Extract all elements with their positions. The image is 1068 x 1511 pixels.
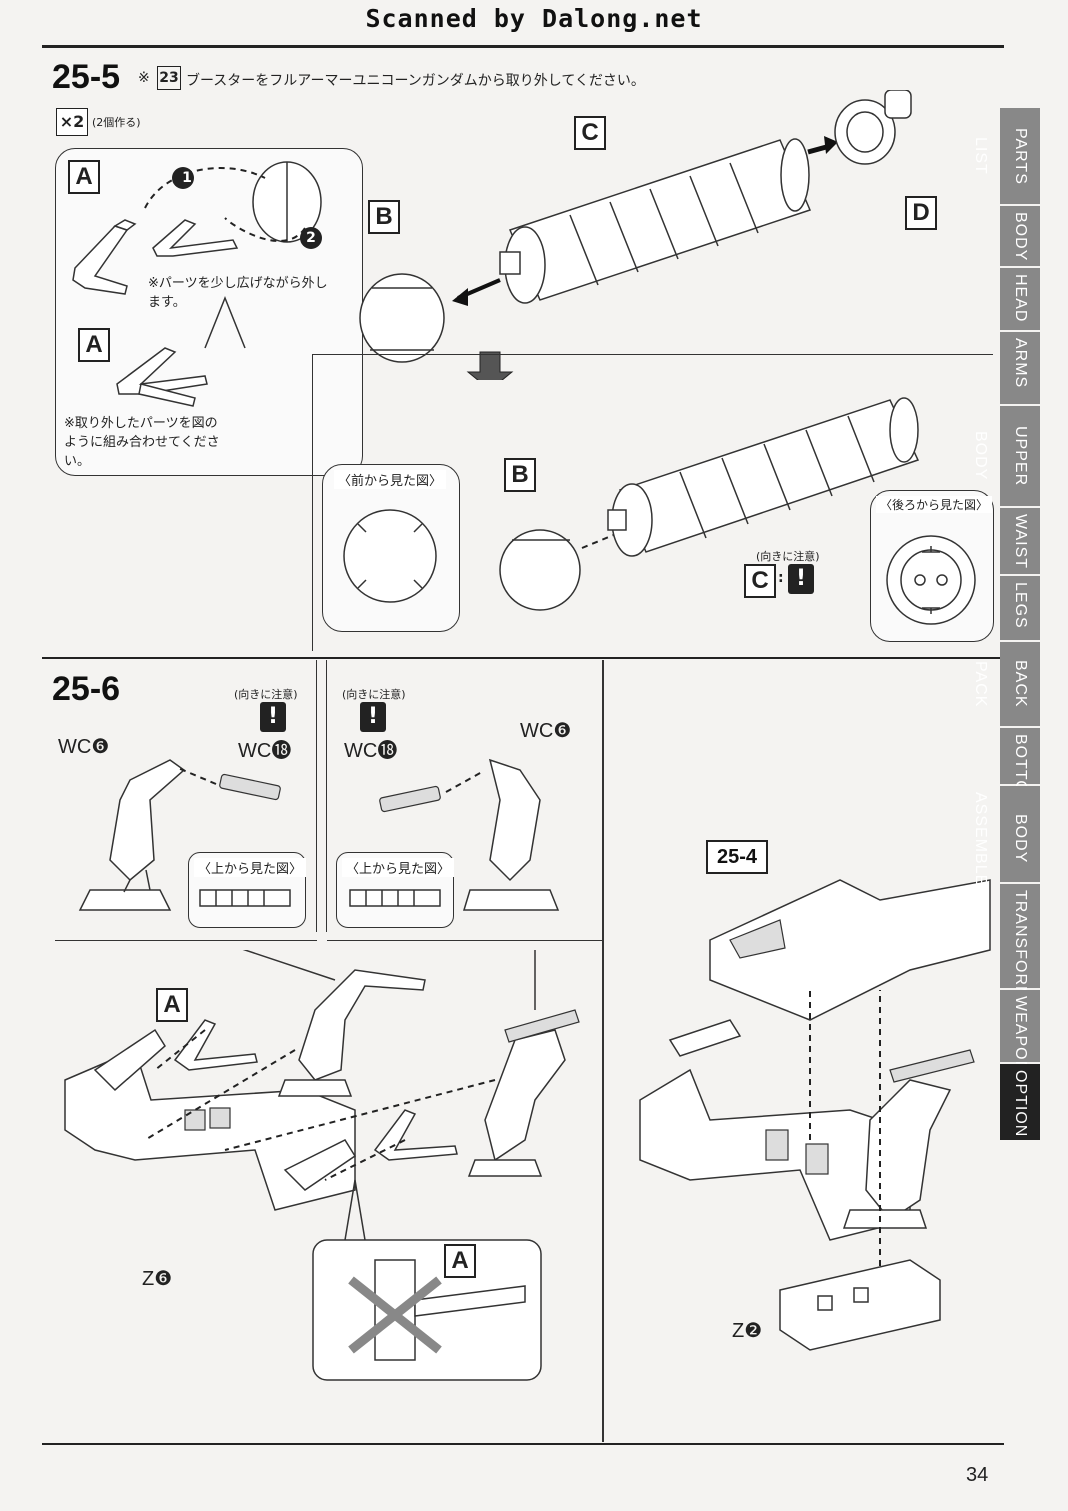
- side-tab-label: OPTION: [1012, 1070, 1029, 1138]
- side-tab-label: PARTS LIST: [972, 127, 1029, 185]
- step-25-6-number: 25-6: [52, 670, 121, 708]
- bottom-rule: [42, 1443, 1004, 1445]
- side-tab-label: BODY ASSEMBLE: [972, 792, 1029, 887]
- side-tab-head[interactable]: HEAD: [1000, 268, 1040, 332]
- times-note: (2個作る): [92, 116, 141, 129]
- side-tab-label: BODY: [1012, 212, 1029, 262]
- side-tab-option[interactable]: OPTION: [1000, 1064, 1040, 1142]
- column-divider-left: [316, 660, 317, 932]
- booster-top-illustration: [359, 90, 912, 380]
- top-view-title-left: 〈上から見た図〉: [194, 858, 307, 877]
- part-wc18-left: WC⓲: [238, 740, 292, 762]
- removal-illustration: [72, 161, 322, 407]
- front-view-title: 〈前から見た図〉: [334, 470, 447, 489]
- side-tab-bottom[interactable]: BOTTOM: [1000, 728, 1040, 808]
- side-tab-back-pack[interactable]: BACK PACK: [972, 642, 1040, 728]
- note-assemble: ※取り外したパーツを図のように組み合わせてください。: [64, 416, 220, 469]
- side-tab-waist[interactable]: WAIST: [1000, 508, 1040, 576]
- label-b-bottom: B: [504, 458, 536, 492]
- step-25-4-label: 25-4: [716, 846, 758, 868]
- times-badge: ×2: [56, 108, 88, 136]
- scan-credit: Scanned by Dalong.net: [365, 4, 703, 33]
- times-badge-text: ×2: [59, 112, 85, 131]
- part-wc6-right: WC❻: [520, 720, 572, 742]
- arm-assembly-illustration: [78, 758, 560, 911]
- side-tab-body[interactable]: BODY: [1000, 206, 1040, 268]
- part-ref-23: 23: [159, 70, 179, 86]
- callout-1: 1: [182, 170, 192, 186]
- front-view-diagram: [343, 509, 437, 603]
- side-tab-label: WEAPONS: [1012, 996, 1029, 1085]
- label-a-upper: A: [156, 988, 188, 1022]
- inset-label-a-2: A: [78, 328, 110, 362]
- rear-view-title: 〈後ろから見た図〉: [876, 496, 993, 513]
- side-tab-transformation[interactable]: TRANSFORMATION: [1000, 884, 1040, 1053]
- side-tab-legs[interactable]: LEGS: [1000, 576, 1040, 642]
- base-assembly-illustration: [64, 950, 580, 1381]
- side-tab-label: BACK PACK: [972, 660, 1029, 708]
- booster-bottom-illustration: [499, 397, 920, 611]
- sub-divider-right: [327, 940, 603, 941]
- step-25-5-instruction: ブースターをフルアーマーユニコーンガンダムから取り外してください。: [186, 73, 645, 89]
- column-divider-right: [602, 660, 604, 1442]
- label-a-lower: A: [444, 1244, 476, 1278]
- side-tab-strip: PARTS LIST BODY HEAD ARMS UPPER BODY WAIST LEG…: [972, 108, 1054, 1142]
- side-tab-label: WAIST: [1012, 514, 1029, 570]
- part-wc18-right: WC⓲: [344, 740, 398, 762]
- label-b-top: B: [368, 200, 400, 234]
- orientation-note-right: (向きに注意): [342, 688, 406, 701]
- rear-assembly-panel-border: [312, 354, 993, 651]
- full-assembly-illustration: [639, 879, 991, 1351]
- rear-view-diagram: [886, 535, 976, 625]
- orientation-note-25-5: (向きに注意): [756, 550, 820, 563]
- side-tab-body-assemble[interactable]: BODY ASSEMBLE: [972, 786, 1040, 886]
- sub-divider-left: [55, 940, 317, 941]
- top-rule: [42, 45, 1004, 48]
- step-25-5-note-mark: ※: [138, 70, 150, 86]
- label-c-top: C: [574, 116, 606, 150]
- side-tab-weapons[interactable]: WEAPONS: [1000, 990, 1040, 1085]
- label-d: D: [905, 196, 937, 230]
- note-remove: ※パーツを少し広げながら外します。: [148, 276, 328, 310]
- inset-label-a-1: A: [68, 160, 100, 194]
- section-divider: [42, 657, 1004, 659]
- step-25-5-number: 25-5: [52, 58, 121, 96]
- caution-icon-25-5: !: [788, 564, 814, 594]
- callout-2: 2: [306, 230, 316, 246]
- caution-icon-right: !: [360, 702, 386, 732]
- side-tab-label: UPPER BODY: [972, 425, 1029, 487]
- side-tab-parts-list[interactable]: PARTS LIST: [972, 108, 1040, 206]
- step-25-4-label-box: 25-4: [706, 840, 768, 874]
- side-tab-label: ARMS: [1012, 338, 1029, 389]
- side-tab-upper-body[interactable]: UPPER BODY: [972, 406, 1040, 508]
- part-z6: Z❻: [142, 1268, 173, 1290]
- colon-separator: :: [778, 570, 784, 586]
- label-c-bottom: C: [744, 564, 776, 598]
- part-z2: Z❷: [732, 1320, 763, 1342]
- part-wc6-left: WC❻: [58, 736, 110, 758]
- side-tab-label: LEGS: [1012, 582, 1029, 629]
- top-view-title-right: 〈上から見た図〉: [342, 858, 455, 877]
- page-number: 34: [966, 1464, 989, 1486]
- part-ref-23-box: 23: [157, 66, 181, 90]
- caution-icon-left: !: [260, 702, 286, 732]
- side-tab-label: HEAD: [1012, 274, 1029, 323]
- side-tab-arms[interactable]: ARMS: [1000, 332, 1040, 406]
- orientation-note-left: (向きに注意): [234, 688, 298, 701]
- column-divider-mid: [326, 660, 327, 932]
